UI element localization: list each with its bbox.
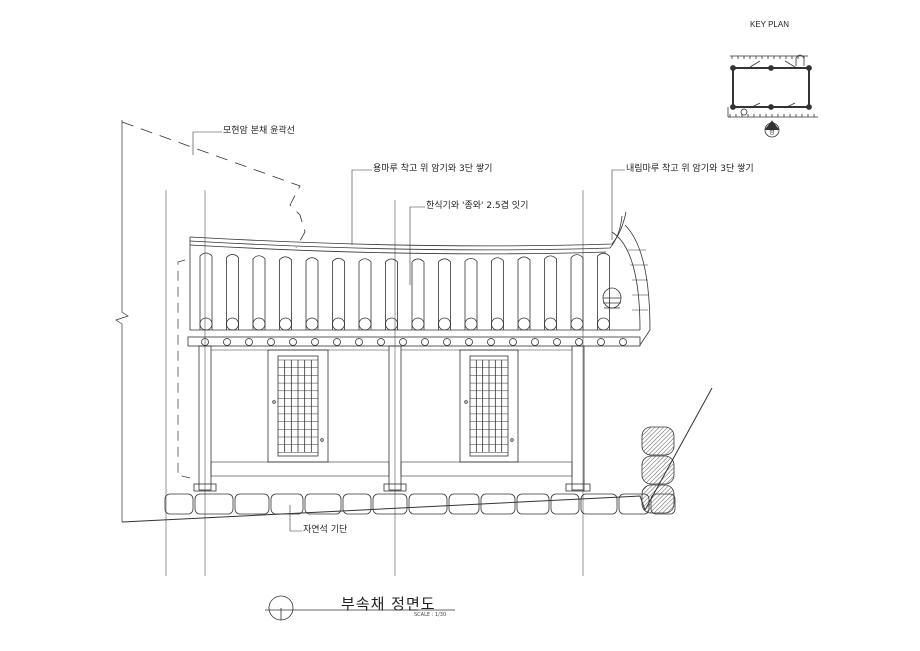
rock-retaining-wall	[641, 426, 675, 514]
annotation-roof-tiles: 한식기와 '종와' 2.5겹 잇기	[426, 201, 529, 211]
tile-end	[252, 317, 266, 331]
foundation-stone	[342, 493, 372, 515]
rafter-end	[311, 338, 319, 346]
tile-end	[570, 317, 584, 331]
tile-end	[279, 317, 292, 331]
key-plan	[727, 54, 818, 138]
door-frame	[267, 349, 329, 463]
foundation-stone	[580, 493, 618, 515]
tile-end	[491, 317, 504, 331]
door-handle	[320, 438, 324, 442]
tile-end	[597, 317, 610, 331]
tile-end	[464, 317, 478, 331]
rafter-end	[289, 338, 297, 346]
grid-lines	[165, 190, 584, 576]
rafter-end	[553, 338, 561, 346]
rafter-end	[333, 338, 341, 346]
rafter-end	[619, 338, 627, 346]
foundation-stone	[164, 493, 194, 515]
hip-ridge-stack	[602, 224, 651, 346]
tile-end	[411, 317, 425, 331]
compass-label: 정	[769, 130, 775, 136]
tile-end	[332, 317, 345, 331]
tile-end	[544, 317, 557, 331]
foundation-stone	[270, 493, 304, 515]
convex-tile	[491, 257, 504, 330]
key-plan-label: KEY PLAN	[750, 20, 789, 29]
roof-tiles	[189, 252, 640, 331]
leader-lines	[192, 131, 625, 532]
rafter-end	[509, 338, 517, 346]
stone-base	[164, 493, 676, 515]
door-handle	[272, 400, 276, 404]
rafter-end	[465, 338, 473, 346]
columns	[193, 345, 591, 492]
tile-end	[517, 317, 531, 331]
convex-tile	[199, 252, 213, 330]
door-handle	[510, 438, 514, 442]
foundation-stone	[194, 493, 234, 515]
rafter-end	[377, 338, 385, 346]
break-line	[115, 120, 129, 522]
drawing-title: 부속채 정면도	[341, 595, 436, 613]
tile-end	[305, 317, 319, 331]
rafter-end	[575, 338, 583, 346]
annotation-ridge: 용마루 착고 위 암기와 3단 쌓기	[373, 164, 493, 174]
outline-left-dashed	[177, 259, 191, 479]
main-building-outline	[121, 121, 306, 249]
rafter-end	[597, 338, 605, 346]
roof-outline	[189, 260, 640, 331]
rafter-end	[223, 338, 231, 346]
rafter-end	[267, 338, 275, 346]
convex-tile	[570, 254, 584, 330]
door-frame	[459, 349, 519, 463]
ground-line	[121, 387, 713, 523]
rafter-end	[487, 338, 495, 346]
eave-beam	[187, 336, 641, 347]
convex-tile	[385, 258, 398, 330]
convex-tile	[226, 254, 239, 330]
rafter-end	[355, 338, 363, 346]
title-block	[265, 595, 455, 621]
convex-tile	[411, 258, 425, 330]
convex-tile	[305, 257, 319, 330]
convex-tile	[438, 258, 451, 330]
door-handle	[464, 400, 468, 404]
convex-tile	[464, 257, 478, 330]
convex-tile	[252, 255, 266, 330]
rafter-end	[399, 338, 407, 346]
rafter-end	[531, 338, 539, 346]
rafter-end	[245, 338, 253, 346]
rafter-end	[443, 338, 451, 346]
annotation-hip-ridge: 내림마루 착고 위 암기와 3단 쌓기	[626, 164, 754, 174]
drawing-scale: SCALE : 1/30	[414, 612, 447, 618]
rafter-end	[201, 338, 209, 346]
annotation-stone-base: 자연석 기단	[303, 525, 348, 535]
foundation-stone	[372, 493, 408, 515]
tile-end	[358, 317, 372, 331]
convex-tile	[517, 256, 531, 330]
foundation-stone	[408, 493, 448, 515]
tile-end	[438, 317, 451, 331]
tile-end	[199, 317, 213, 331]
foundation-stone	[550, 493, 580, 515]
convex-tile	[279, 256, 292, 330]
roof-ridge	[189, 211, 627, 260]
convex-tile	[332, 257, 345, 330]
foundation-stone	[516, 493, 550, 515]
foundation-stone	[234, 493, 270, 515]
convex-tile	[358, 258, 372, 330]
tile-end	[385, 317, 398, 331]
convex-tile	[597, 252, 610, 330]
doors	[267, 349, 519, 463]
annotation-main-building-outline: 모현암 본채 윤곽선	[223, 126, 295, 136]
tile-end	[226, 317, 239, 331]
convex-tile	[544, 255, 557, 330]
rafter-end	[421, 338, 429, 346]
foundation-stone	[304, 493, 342, 515]
